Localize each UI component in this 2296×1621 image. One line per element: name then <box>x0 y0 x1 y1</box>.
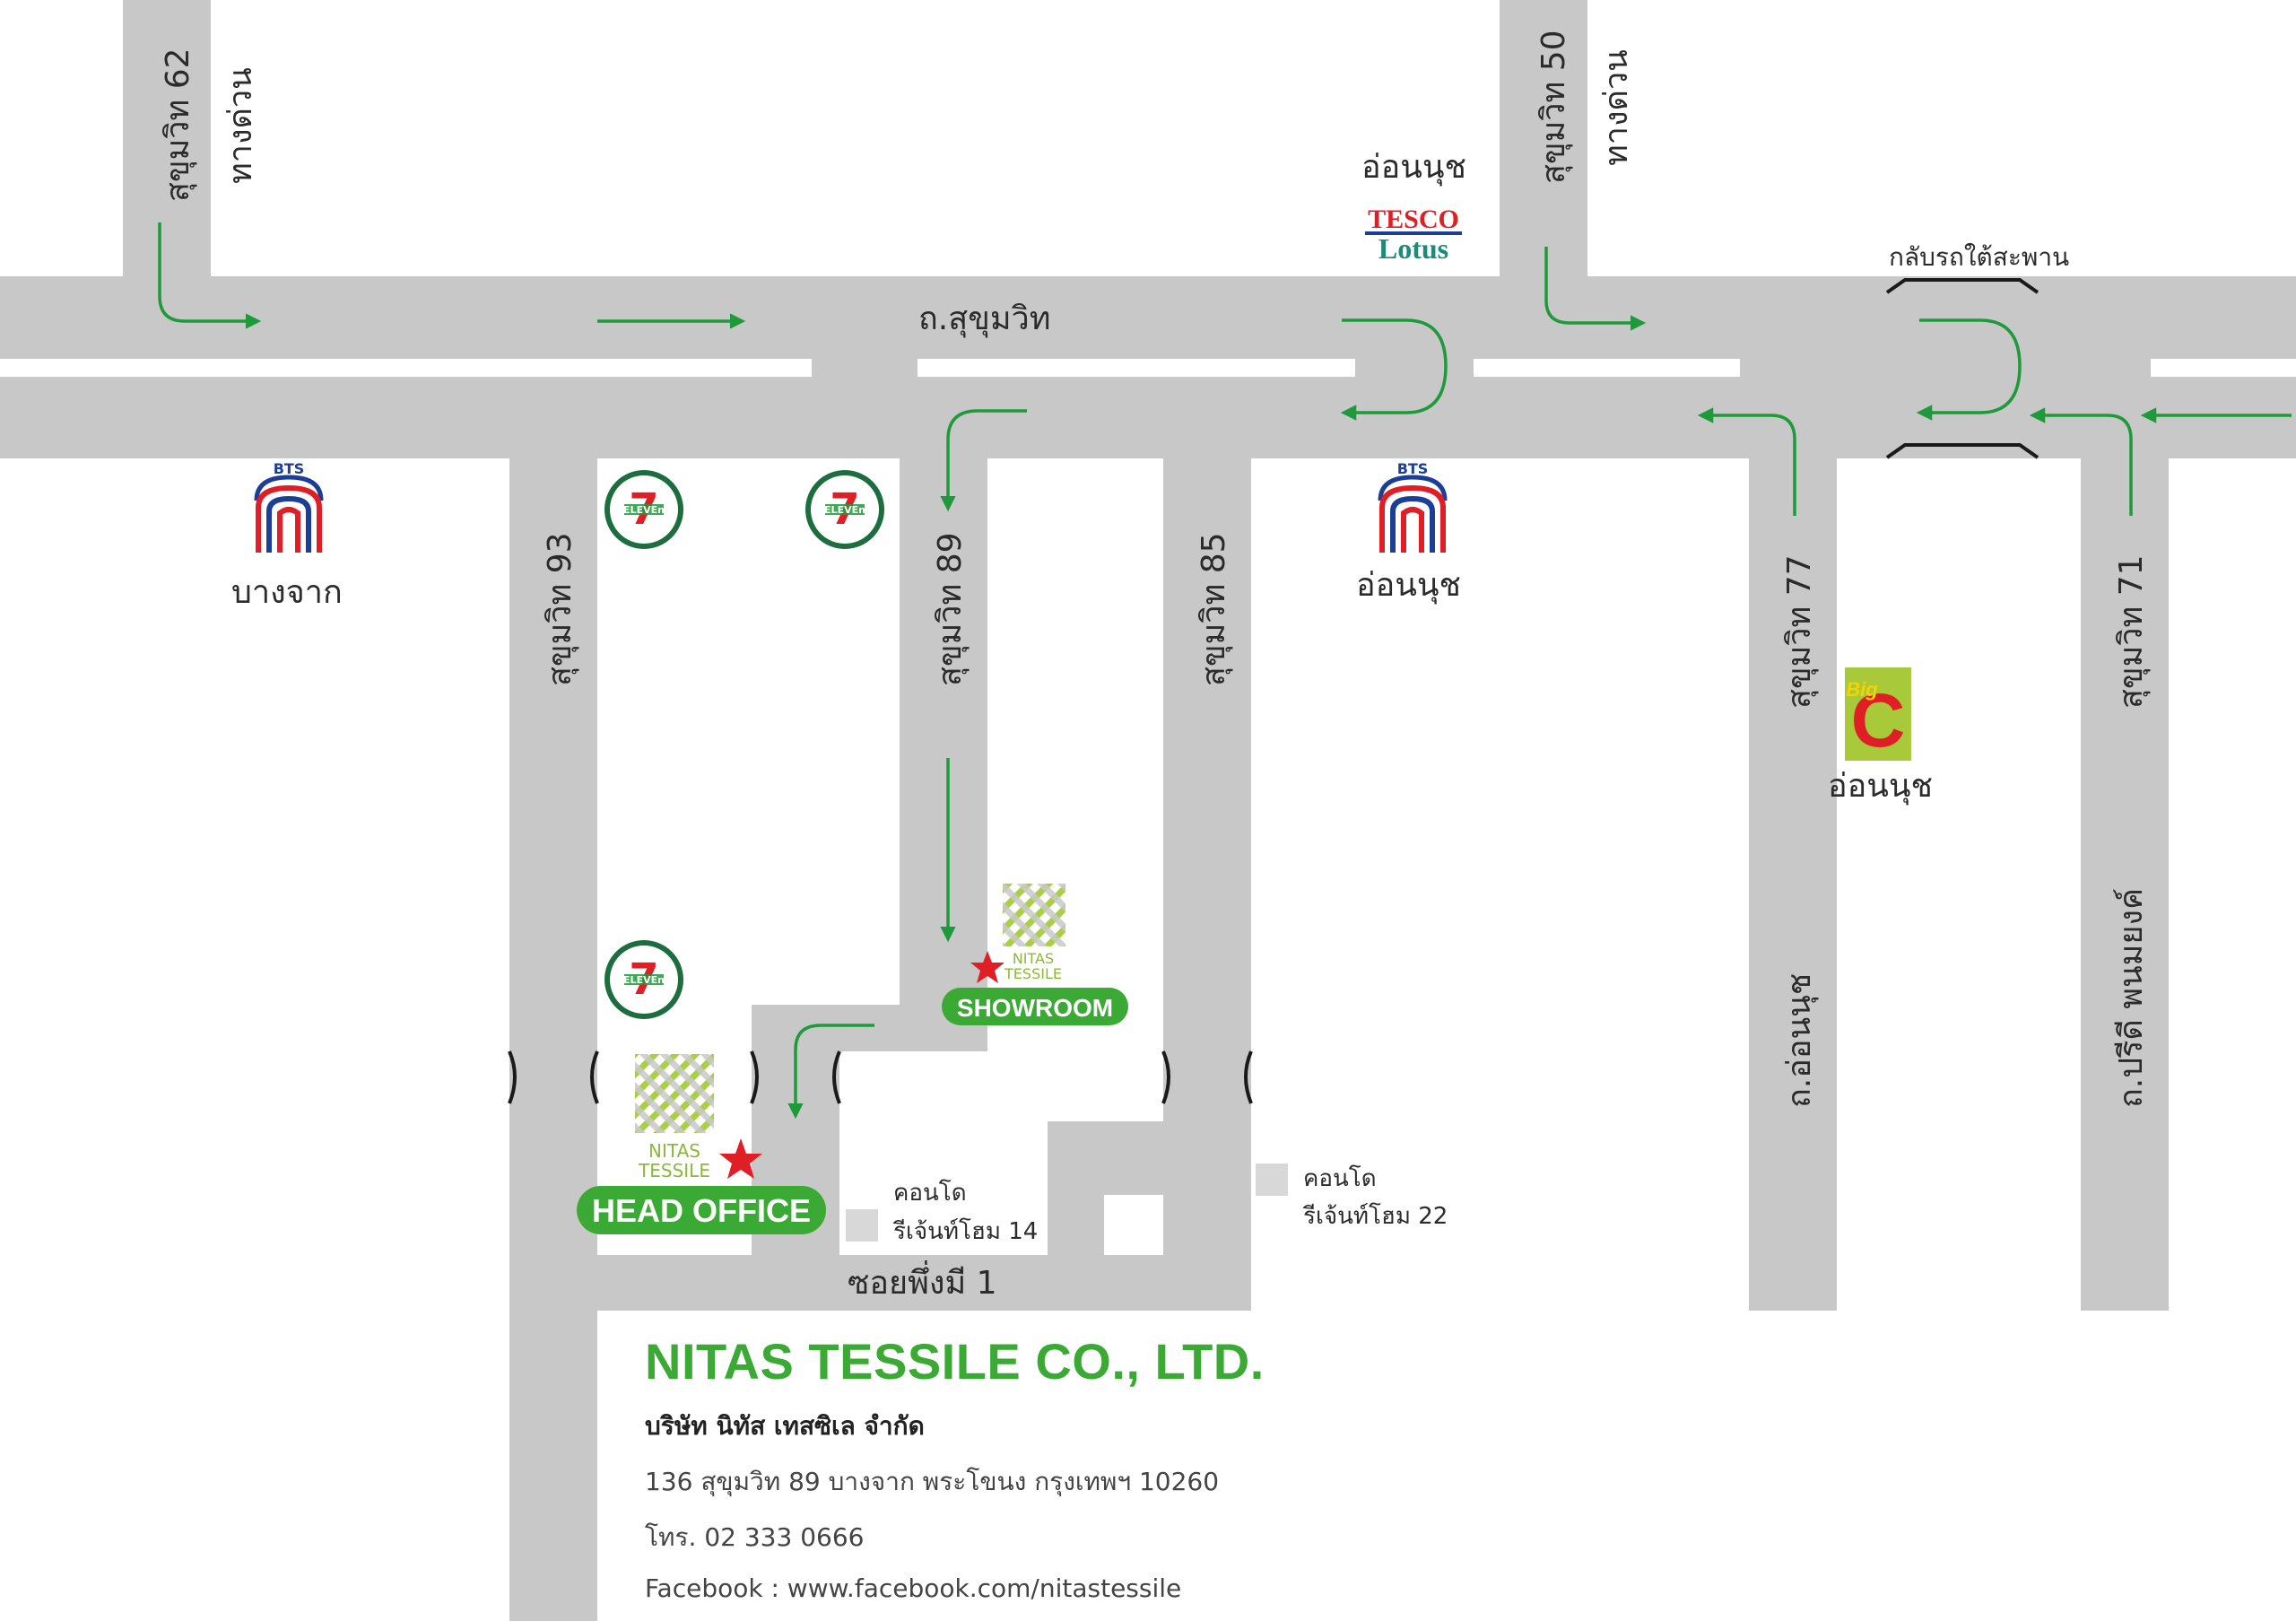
svg-text:NITAS: NITAS <box>648 1140 700 1162</box>
label-tollway-right: ทางด่วน <box>1598 49 1635 166</box>
direction-arrows <box>158 222 2292 1120</box>
road-soi-93 <box>509 457 597 1621</box>
company-name-en: NITAS TESSILE CO., LTD. <box>645 1333 1265 1390</box>
svg-text:BTS: BTS <box>274 460 305 477</box>
label-soi-77: สุขุมวิท 77 <box>1781 554 1819 709</box>
canal-bridges <box>508 1050 1253 1104</box>
svg-text:C: C <box>1851 678 1906 763</box>
bts-on-nut: BTS อ่อนนุช <box>1356 460 1461 605</box>
company-info: NITAS TESSILE CO., LTD. บริษัท นิทัส เทส… <box>645 1332 1721 1619</box>
svg-text:รีเจ้นท์โฮม 22: รีเจ้นท์โฮม 22 <box>1302 1202 1448 1230</box>
condo-icon <box>846 1209 878 1242</box>
bts-icon: BTS <box>254 460 324 553</box>
tesco-lotus: อ่อนนุช TESCO Lotus <box>1361 149 1466 265</box>
svg-text:Big: Big <box>1846 678 1878 701</box>
company-name-th: บริษัท นิทัส เทสซิเล จำกัด <box>645 1411 925 1441</box>
svg-text:ELEVEn: ELEVEn <box>824 504 865 516</box>
label-head-office: HEAD OFFICE <box>592 1192 811 1229</box>
road-soi-71 <box>2081 457 2169 1311</box>
label-main-road: ถ.สุขุมวิท <box>918 301 1051 338</box>
label-showroom: SHOWROOM <box>957 994 1113 1022</box>
label-tollway-left: ทางด่วน <box>222 67 259 184</box>
svg-text:ELEVEn: ELEVEn <box>623 974 665 986</box>
showroom-location: NITAS TESSILE SHOWROOM <box>942 884 1128 1025</box>
bts-bang-chak: BTS บางจาก <box>231 460 343 611</box>
star-marker-icon <box>970 951 1004 983</box>
condo-icon <box>1256 1163 1288 1196</box>
arrow-uturn-left <box>1340 318 1448 421</box>
svg-text:BTS: BTS <box>1397 460 1429 477</box>
label-pridi-road: ถ.ปรีดี พนมยงค์ <box>2113 888 2150 1108</box>
label-soi-62: สุขุมวิท 62 <box>160 48 197 202</box>
arrow-to-head-office <box>787 1024 874 1120</box>
lane-dividers <box>0 359 2296 377</box>
arrow-from-soi-50 <box>1544 247 1647 331</box>
seven-eleven-3: 7 ELEVEn <box>604 940 683 1019</box>
svg-text:ELEVEn: ELEVEn <box>623 504 665 516</box>
arrow-from-soi-77 <box>1697 407 1796 516</box>
road-soi-77 <box>1749 457 1837 1311</box>
road-phueng-mi <box>509 1255 1251 1311</box>
company-address: 136 สุขุมวิท 89 บางจาก พระโขนง กรุงเทพฯ … <box>645 1467 1220 1496</box>
label-big-c-area: อ่อนนุช <box>1828 768 1933 806</box>
svg-text:รีเจ้นท์โฮม 14: รีเจ้นท์โฮม 14 <box>892 1217 1038 1245</box>
svg-text:คอนโด: คอนโด <box>1303 1164 1377 1192</box>
arrow-from-soi-71 <box>2029 407 2133 516</box>
label-soi-85: สุขุมวิท 85 <box>1196 532 1233 686</box>
label-soi-89: สุขุมวิท 89 <box>932 532 970 686</box>
head-office-location: NITAS TESSILE HEAD OFFICE <box>577 1054 826 1234</box>
seven-eleven-2: 7 ELEVEn <box>805 470 884 549</box>
road-soi-85 <box>1163 457 1251 1311</box>
svg-text:TESCO: TESCO <box>1368 205 1459 234</box>
big-c: C Big อ่อนนุช <box>1828 667 1933 806</box>
label-soi-93: สุขุมวิท 93 <box>542 532 579 686</box>
condo-regent-home-14: คอนโด รีเจ้นท์โฮม 14 <box>846 1179 1038 1245</box>
label-tesco-area: อ่อนนุช <box>1361 149 1466 187</box>
company-phone: โทร. 02 333 0666 <box>645 1522 865 1552</box>
nitas-logo-mark <box>1003 884 1065 946</box>
label-phueng-mi: ซอยพึ่งมี 1 <box>848 1260 997 1302</box>
label-soi-71: สุขุมวิท 71 <box>2113 554 2151 709</box>
label-u-turn-bridge: กลับรถใต้สะพาน <box>1889 242 2069 272</box>
label-on-nut-road: ถ.อ่อนนุช <box>1781 973 1819 1108</box>
svg-text:Lotus: Lotus <box>1378 232 1448 265</box>
big-c-logo: C Big <box>1845 667 1911 763</box>
label-bts-bang-chak: บางจาก <box>231 574 343 611</box>
company-facebook[interactable]: Facebook : www.facebook.com/nitastessile <box>645 1573 1182 1603</box>
bridge-marks <box>1885 278 2039 459</box>
svg-text:TESSILE: TESSILE <box>638 1160 710 1181</box>
label-soi-50: สุขุมวิท 50 <box>1535 30 1573 184</box>
road-soi-62 <box>123 0 211 278</box>
condo-regent-home-22: คอนโด รีเจ้นท์โฮม 22 <box>1256 1163 1448 1230</box>
road-soi-89 <box>900 457 987 1049</box>
svg-text:คอนโด: คอนโด <box>893 1179 967 1207</box>
nitas-logo-mark <box>635 1054 714 1133</box>
bts-icon: BTS <box>1378 460 1448 553</box>
seven-eleven-1: 7 ELEVEn <box>604 470 683 549</box>
star-marker-icon <box>719 1138 762 1179</box>
road-soi-50 <box>1500 0 1587 278</box>
arrow-uturn-right <box>1916 318 2022 421</box>
label-bts-on-nut: อ่อนนุช <box>1356 567 1461 605</box>
arrow-from-soi-62 <box>158 222 262 329</box>
road-lane-85c <box>1104 1157 1167 1195</box>
arrow-into-soi-89 <box>940 409 1027 512</box>
tesco-lotus-logo: TESCO Lotus <box>1365 205 1462 265</box>
svg-text:TESSILE: TESSILE <box>1004 965 1062 982</box>
road-labels: ถ.สุขุมวิท สุขุมวิท 62 ทางด่วน สุขุมวิท … <box>160 30 2151 1302</box>
svg-text:NITAS: NITAS <box>1013 950 1054 967</box>
